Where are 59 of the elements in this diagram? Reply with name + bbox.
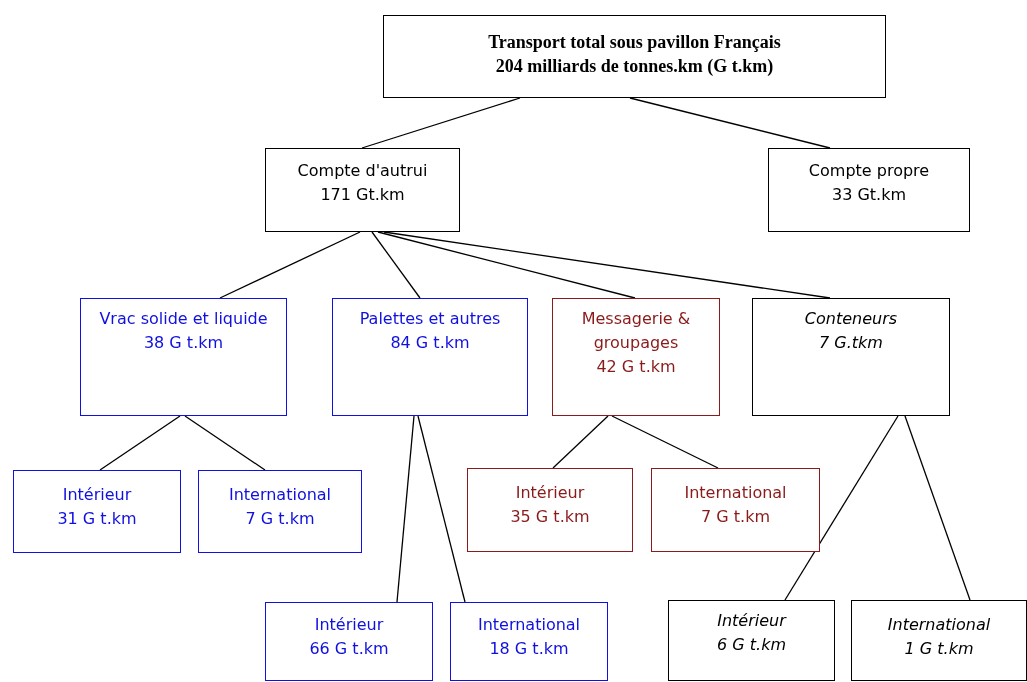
connector-line bbox=[184, 415, 266, 471]
node-value: 35 G t.km bbox=[510, 506, 590, 528]
node-title: Palettes et autres bbox=[359, 308, 501, 330]
connector-line bbox=[629, 97, 831, 149]
node-box bbox=[80, 298, 287, 416]
node-title: Compte d'autrui bbox=[297, 160, 428, 182]
connector-line bbox=[361, 97, 521, 149]
node-title: International bbox=[887, 614, 991, 636]
connector-line bbox=[904, 415, 971, 601]
node-value: 42 G t.km bbox=[596, 356, 676, 378]
connector-line bbox=[371, 231, 421, 299]
node-box bbox=[265, 148, 460, 232]
node-title: Transport total sous pavillon Français bbox=[488, 31, 781, 54]
node-value: 33 Gt.km bbox=[831, 184, 907, 206]
node-title: Intérieur bbox=[314, 614, 384, 636]
node-box bbox=[752, 298, 950, 416]
node-value: 6 G t.km bbox=[717, 634, 786, 656]
node-box bbox=[668, 600, 835, 681]
connector-line bbox=[784, 415, 899, 601]
node-title: Intérieur bbox=[62, 484, 132, 506]
node-box bbox=[265, 602, 433, 681]
node-title: Intérieur bbox=[717, 610, 786, 632]
node-title: International bbox=[684, 482, 787, 504]
node-box bbox=[332, 298, 528, 416]
connector-line bbox=[383, 231, 831, 299]
node-value: 18 G t.km bbox=[489, 638, 569, 660]
node-value: 7 G t.km bbox=[245, 508, 315, 530]
node-value: 7 G.tkm bbox=[819, 332, 883, 354]
node-title: Messagerie & groupages bbox=[580, 308, 692, 354]
node-box bbox=[450, 602, 608, 681]
node-box bbox=[851, 600, 1027, 681]
node-box bbox=[198, 470, 362, 553]
connector-line bbox=[99, 415, 181, 471]
node-box bbox=[13, 470, 181, 553]
node-title: Conteneurs bbox=[804, 308, 898, 330]
connector-line bbox=[377, 231, 636, 299]
node-box bbox=[467, 468, 633, 552]
node-value: 66 G t.km bbox=[309, 638, 389, 660]
node-title: Compte propre bbox=[808, 160, 930, 182]
node-box bbox=[768, 148, 970, 232]
node-value: 171 Gt.km bbox=[320, 184, 405, 206]
connector-line bbox=[417, 415, 466, 603]
connector-line bbox=[219, 231, 361, 299]
node-value: 84 G t.km bbox=[390, 332, 470, 354]
node-value: 31 G t.km bbox=[57, 508, 137, 530]
node-value: 1 G t.km bbox=[904, 638, 974, 660]
node-value: 204 milliards de tonnes.km (G t.km) bbox=[495, 55, 774, 79]
node-title: International bbox=[228, 484, 332, 506]
connector-line bbox=[611, 415, 719, 469]
node-value: 7 G t.km bbox=[701, 506, 770, 528]
node-box bbox=[383, 15, 886, 98]
node-title: International bbox=[477, 614, 581, 636]
node-title: Vrac solide et liquide bbox=[99, 308, 268, 330]
node-value: 38 G t.km bbox=[143, 332, 224, 354]
node-box bbox=[552, 298, 720, 416]
connector-line bbox=[552, 415, 609, 469]
node-box bbox=[651, 468, 820, 552]
connector-line bbox=[396, 415, 415, 603]
node-title: Intérieur bbox=[515, 482, 585, 504]
